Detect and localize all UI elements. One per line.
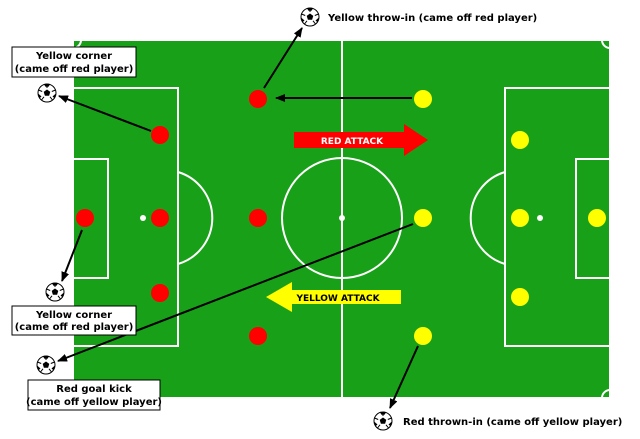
red-player bbox=[76, 209, 94, 227]
svg-text:Red goal kick: Red goal kick bbox=[56, 384, 132, 395]
red-player bbox=[249, 209, 267, 227]
svg-text:(came off yellow player): (came off yellow player) bbox=[26, 397, 162, 408]
yellow-player bbox=[588, 209, 606, 227]
red-throw-in-label: Red thrown-in (came off yellow player) bbox=[403, 417, 622, 428]
yellow-player bbox=[414, 209, 432, 227]
arrow-to-red-throw-in bbox=[389, 345, 419, 409]
svg-text:(came off red player): (came off red player) bbox=[15, 64, 134, 75]
yellow-player bbox=[511, 209, 529, 227]
pitch-markings bbox=[56, 39, 627, 399]
yellow-corner-top-callout: Yellow corner (came off red player) bbox=[11, 46, 137, 78]
red-player bbox=[249, 327, 267, 345]
yellow-corner-bottom-callout: Yellow corner (came off red player) bbox=[11, 305, 137, 336]
red-player bbox=[249, 90, 267, 108]
yellow-player bbox=[414, 327, 432, 345]
red-attack-arrow: RED ATTACK bbox=[294, 124, 428, 156]
red-player bbox=[151, 126, 169, 144]
arrow-to-throw-in bbox=[263, 27, 303, 89]
arrow-to-bottom-corner bbox=[61, 229, 83, 282]
yellow-attack-arrow: YELLOW ATTACK bbox=[266, 282, 401, 312]
pitch-spots bbox=[140, 215, 543, 221]
red-player bbox=[151, 284, 169, 302]
soccer-ball-icon bbox=[36, 355, 56, 375]
red-attack-label: RED ATTACK bbox=[321, 137, 384, 147]
red-goal-kick-callout: Red goal kick (came off yellow player) bbox=[26, 379, 162, 411]
soccer-ball-icon bbox=[45, 282, 65, 302]
soccer-ball-icon bbox=[373, 411, 393, 431]
red-players bbox=[76, 90, 267, 345]
yellow-player bbox=[511, 131, 529, 149]
yellow-player bbox=[414, 90, 432, 108]
yellow-players bbox=[414, 90, 606, 345]
svg-text:(came off red player): (came off red player) bbox=[15, 322, 134, 333]
yellow-attack-label: YELLOW ATTACK bbox=[295, 294, 380, 304]
svg-text:Yellow corner: Yellow corner bbox=[35, 310, 112, 321]
ball-paths bbox=[57, 27, 419, 409]
arrow-to-top-corner bbox=[58, 95, 152, 132]
yellow-player bbox=[511, 288, 529, 306]
soccer-ball-icon bbox=[37, 83, 57, 103]
arrow-to-goal-kick bbox=[57, 223, 414, 362]
red-player bbox=[151, 209, 169, 227]
svg-text:Yellow corner: Yellow corner bbox=[35, 51, 112, 62]
soccer-ball-icon bbox=[300, 7, 320, 27]
yellow-throw-in-label: Yellow throw-in (came off red player) bbox=[327, 13, 537, 24]
